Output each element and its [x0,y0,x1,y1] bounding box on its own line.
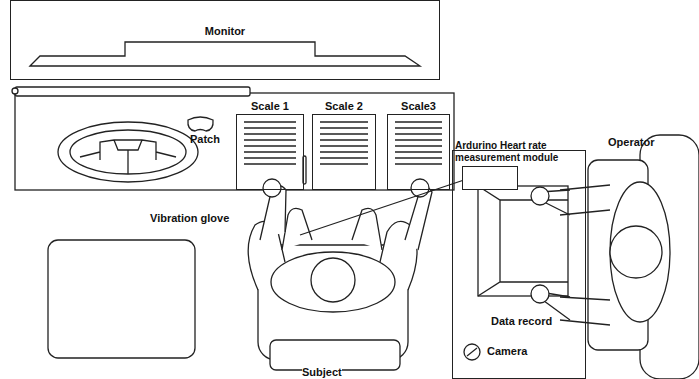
node-label: Scale 1 [227,100,313,113]
monitor-box: Monitor [10,0,440,80]
steering-wheel [70,130,186,174]
glove-label: Vibration glove [150,212,229,224]
node-label: Data record [491,315,552,328]
scale-line [244,121,296,122]
subject-label: Subject [302,366,342,378]
scale-line [320,157,368,158]
scale-line [320,139,368,140]
scale-line [395,157,442,158]
sofa [48,240,195,358]
node-label: Scale3 [378,100,459,113]
eye-patch [188,117,213,131]
scale-box: Scale 2 [312,114,376,190]
scale-line [395,121,442,122]
laptop [478,186,568,296]
patch-label: Patch [190,133,220,145]
scale-line [320,133,368,134]
scale-box: Scale3 [387,114,450,190]
operator-chair [531,135,699,379]
scale-line [244,145,296,146]
heart-rate-module: Ardurino Heart rate measurement module [462,166,518,190]
camera-icon [467,348,477,356]
table [15,93,454,190]
scale-line [395,163,442,164]
scale-line [395,145,442,146]
steering-wheel [58,122,198,182]
table-bar [15,87,250,96]
scale-line [320,127,368,128]
scale-line [244,163,296,164]
scale-box: Scale 1 [236,114,304,190]
sensor-wire [300,180,464,235]
scale-line [244,157,296,158]
monitor-screen [30,42,420,66]
scale-line [395,139,442,140]
subject-chair [248,179,432,370]
node-label: Monitor [11,25,439,38]
node-label: Scale 2 [303,100,385,113]
scale-line [320,163,368,164]
desk-screen [478,186,568,296]
scale-line [320,151,368,152]
scale-line [244,127,296,128]
bar-end [12,88,18,94]
operator-label: Operator [608,136,654,148]
steering-hub [80,140,176,174]
node-label: Ardurino Heart rate measurement module [455,140,575,163]
scale-line [320,145,368,146]
node-sublabel: Camera [487,345,527,358]
scale-line [244,133,296,134]
scale-line [244,139,296,140]
scale-line [395,133,442,134]
scale-line [395,127,442,128]
scale-line [395,151,442,152]
camera-icon [464,344,480,360]
scale-lines [244,122,442,164]
scale-line [244,151,296,152]
scale-line [320,121,368,122]
